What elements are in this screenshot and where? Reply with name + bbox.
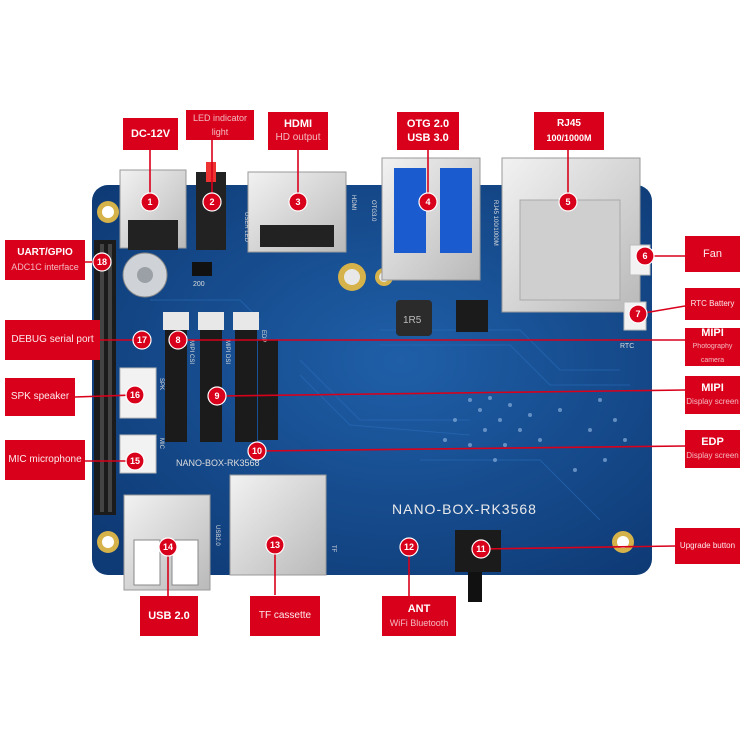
marker-16: 16 (130, 390, 140, 400)
marker-8: 8 (175, 335, 180, 345)
marker-18: 18 (97, 257, 107, 267)
rtc-silk: RTC (620, 343, 634, 350)
label-rj45-sub: 100/1000M (546, 133, 592, 143)
label-edp: EDP Display screen (685, 430, 740, 468)
label-otg-sub: USB 3.0 (407, 132, 449, 144)
label-mipi-disp-title: MIPI (701, 382, 724, 394)
marker-7: 7 (635, 309, 640, 319)
label-tf-sub: TF cassette (258, 610, 312, 621)
label-debug-sub: DEBUG serial port (11, 334, 94, 345)
tf-silk: TF (330, 545, 336, 553)
marker-17: 17 (137, 335, 147, 345)
label-rj45-title: RJ45 (557, 118, 581, 129)
label-ant-title: ANT (407, 603, 431, 615)
label-rtc-battery: RTC Battery (685, 288, 740, 320)
marker-3: 3 (295, 197, 300, 207)
marker-2: 2 (209, 197, 214, 207)
label-led-sub: LED indicator light (192, 113, 248, 137)
marker-numbers: 1 2 3 4 5 6 7 8 9 10 11 12 13 14 15 16 1… (97, 197, 648, 554)
label-rtc-sub: RTC Battery (690, 299, 735, 308)
label-tf: TF cassette (250, 596, 320, 636)
label-spk: SPK speaker (5, 378, 75, 416)
label-spk-sub: SPK speaker (10, 391, 70, 402)
label-ant-sub: WiFi Bluetooth (389, 618, 449, 628)
label-upgrade-button: Upgrade button (675, 528, 740, 564)
label-rj45: RJ45 100/1000M (534, 112, 604, 150)
mic-silk: MIC (158, 438, 164, 450)
label-led: LED indicator light (186, 110, 254, 140)
pcb-traces (150, 299, 630, 521)
marker-12: 12 (404, 542, 414, 552)
label-dc-12v: DC-12V (123, 118, 178, 150)
label-fan-sub: Fan (703, 248, 722, 260)
label-mipi-camera: MIPI Photography camera (685, 327, 740, 366)
marker-13: 13 (270, 540, 280, 550)
usb3-port: OTG3.0 (370, 157, 481, 281)
label-uart-title: UART/GPIO (17, 247, 73, 258)
marker-4: 4 (425, 197, 430, 207)
label-mic: MIC microphone (5, 440, 85, 480)
label-mipi-disp-sub: Display screen (686, 397, 739, 406)
marker-14: 14 (163, 542, 173, 552)
label-mipi-cam-sub: Photography camera (692, 343, 733, 364)
label-otg-title: OTG 2.0 (406, 118, 450, 130)
marker-6: 6 (642, 251, 647, 261)
label-hdmi-title: HDMI (283, 118, 313, 130)
hdmi-port: USER LED HDMI (243, 171, 356, 253)
callout-markers (92, 192, 655, 559)
ic-chip (456, 300, 488, 332)
tf-slot: TF (229, 474, 336, 576)
gpio-header (94, 240, 116, 515)
label-hdmi-sub: HD output (275, 132, 321, 143)
board-silkscreen: NANO-BOX-RK3568 (392, 501, 537, 517)
usb-silk: USB2.0 (214, 525, 220, 546)
label-uart-gpio: UART/GPIO ADC1C interface (5, 240, 85, 280)
small-silkscreen: NANO-BOX-RK3568 (176, 458, 260, 468)
label-mipi-cam-title: MIPI (701, 327, 724, 339)
edp-silk: EDP (260, 330, 266, 342)
label-hdmi: HDMI HD output (268, 112, 328, 150)
mipi-dsi-silk: MIPI DSI (224, 340, 230, 364)
label-edp-sub: Display screen (686, 451, 739, 460)
label-upgrade-sub: Upgrade button (679, 541, 736, 550)
marker-10: 10 (252, 446, 262, 456)
marker-1: 1 (147, 197, 152, 207)
user-led-silk: USER LED (243, 212, 249, 243)
label-usb2: USB 2.0 (140, 596, 198, 636)
marker-15: 15 (130, 456, 140, 466)
mipi-csi-silk: MIPI CSI (188, 340, 194, 364)
label-edp-title: EDP (701, 436, 724, 448)
marker-11: 11 (476, 544, 486, 554)
label-mipi-display: MIPI Display screen (685, 376, 740, 414)
label-mic-sub: MIC microphone (8, 454, 82, 465)
marker-5: 5 (565, 197, 570, 207)
otg-silk: OTG3.0 (370, 200, 376, 222)
rj45-port: RJ45 100/1000M (492, 157, 641, 313)
hdmi-silk: HDMI (350, 195, 356, 211)
inductor (396, 300, 432, 336)
label-usb2-title: USB 2.0 (148, 610, 190, 622)
cap-silk: 200 (193, 281, 205, 288)
spk-silk: SPK (158, 378, 164, 390)
label-fan: Fan (685, 236, 740, 272)
label-otg-usb3: OTG 2.0 USB 3.0 (397, 112, 459, 150)
label-ant: ANT WiFi Bluetooth (382, 596, 456, 636)
marker-9: 9 (214, 391, 219, 401)
chip-mark: 1R5 (403, 315, 422, 326)
rj45-silk: RJ45 100/1000M (492, 200, 498, 246)
label-uart-sub: ADC1C interface (11, 262, 79, 272)
pcb-vias (443, 396, 627, 472)
label-dc-12v-title: DC-12V (130, 128, 171, 140)
small-ic (192, 262, 212, 276)
label-debug: DEBUG serial port (5, 320, 100, 360)
